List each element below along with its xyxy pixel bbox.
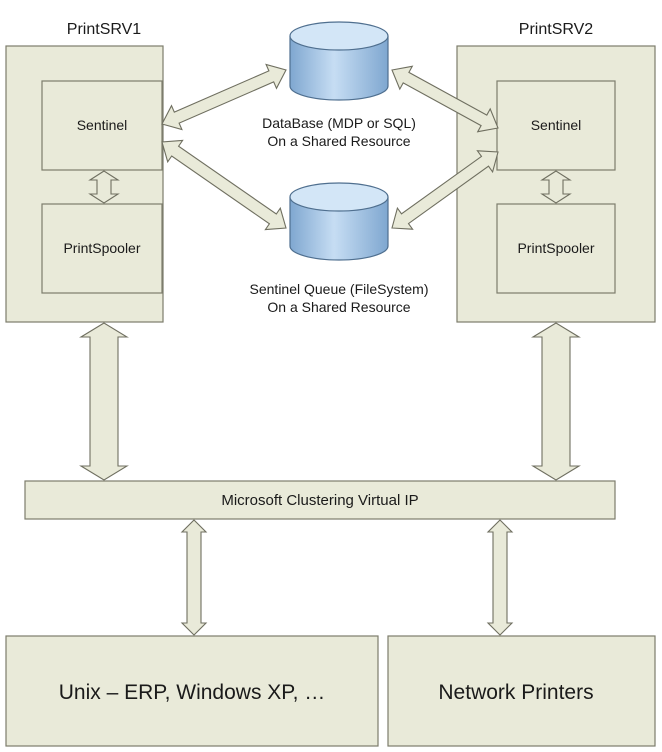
printspooler-box [496,203,616,294]
queue-cylinder [289,182,389,261]
queue-label-line2: On a Shared Resource [267,299,410,315]
cluster-virtual-ip-label: Microsoft Clustering Virtual IP [221,492,418,509]
sentinel-spooler-arrow [540,170,572,204]
clients-label: Unix – ERP, Windows XP, … [59,681,326,704]
connector-arrows [79,63,581,636]
sentinel-label: Sentinel [531,117,582,133]
cylinder-top [289,21,389,51]
server-title: PrintSRV1 [67,21,142,38]
db-sentinel2-arrow [391,65,499,133]
server-title: PrintSRV2 [519,21,594,38]
sentinel1-queue-arrow [161,139,287,231]
clients-box [5,635,379,747]
database-cylinder [289,21,389,101]
database-label-line1: DataBase (MDP or SQL) [262,115,416,131]
sentinel1-db-arrow [161,63,287,131]
cylinder-top [289,182,389,212]
printspooler-box [41,203,163,294]
queue-label-line1: Sentinel Queue (FileSystem) [250,281,429,297]
cluster-virtual-ip-box [24,480,616,520]
server1-cluster-arrow [79,322,129,481]
network-printers-label: Network Printers [438,681,593,704]
server-printsrv1: PrintSRV1 Sentinel PrintSpooler [5,21,164,323]
network-printers-box [387,635,656,747]
server2-cluster-arrow [531,322,581,481]
cluster-clients-arrow [180,519,208,636]
sentinel-box [41,80,163,171]
sentinel-spooler-arrow [88,170,120,204]
server-printsrv2: PrintSRV2 Sentinel PrintSpooler [456,21,656,323]
cylinder-body [289,36,389,101]
queue-sentinel2-arrow [391,150,499,230]
printspooler-label: PrintSpooler [63,240,140,256]
sentinel-spooler-arrow-shape [540,170,572,204]
cluster-printers-arrow [486,519,514,636]
sentinel-spooler-arrow-shape [88,170,120,204]
sentinel-label: Sentinel [77,117,128,133]
printspooler-label: PrintSpooler [517,240,594,256]
cylinder-body [289,197,389,261]
database-label-line2: On a Shared Resource [267,133,410,149]
